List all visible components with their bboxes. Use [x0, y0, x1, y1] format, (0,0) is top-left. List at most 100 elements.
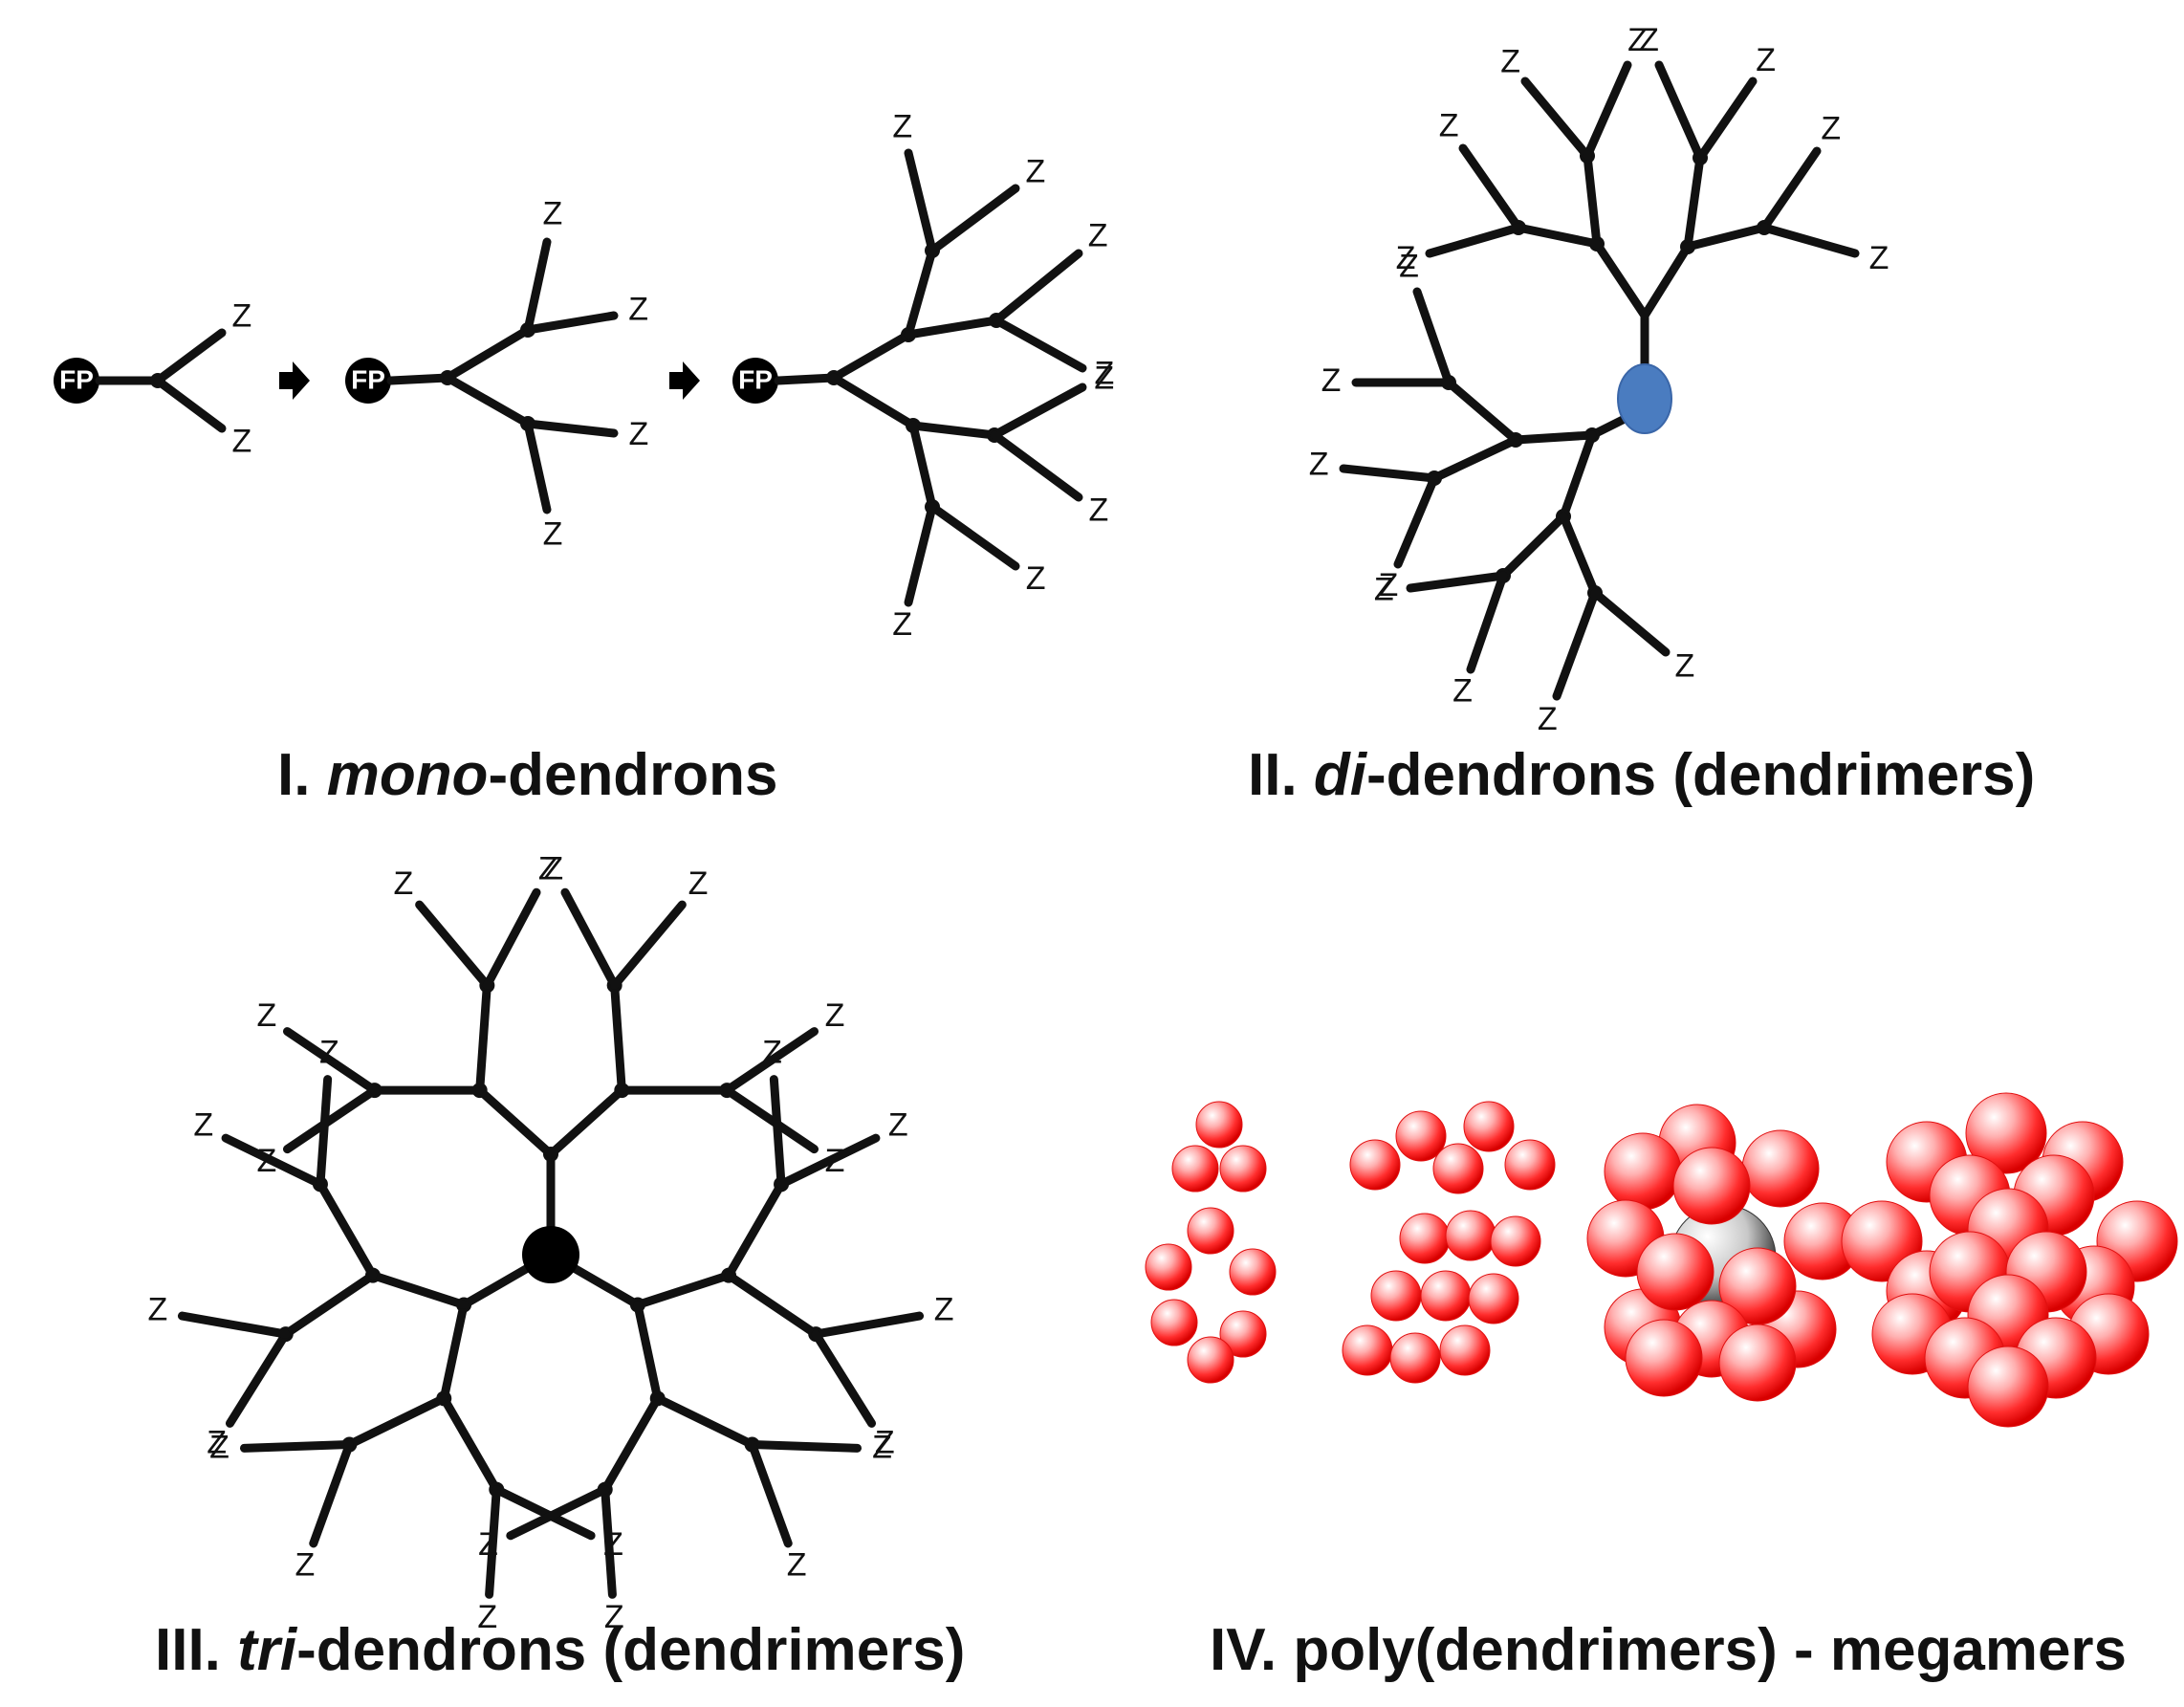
bond-line [992, 249, 1083, 325]
dendrimer-sphere-icon [1219, 1310, 1267, 1358]
focal-point-icon [732, 358, 778, 404]
caption-mono-dendrons: I. mono-dendrons [277, 742, 778, 808]
bond-line [601, 1393, 663, 1495]
bond-line [344, 1393, 448, 1450]
terminal-z-label: Z [543, 196, 563, 232]
terminal-z-label: Z [825, 997, 845, 1034]
bond-line [990, 383, 1087, 440]
bond-line [990, 430, 1083, 502]
bond-line [769, 1075, 786, 1189]
bond-line [1514, 223, 1602, 249]
bond-line [1559, 430, 1597, 521]
dendrimer-sphere-icon [1420, 1270, 1472, 1322]
dendrimer-sphere-icon [1389, 1332, 1441, 1384]
bond-line [1339, 464, 1439, 483]
bond-line [439, 1301, 469, 1403]
bond-line [1552, 588, 1600, 701]
bond-line [386, 373, 452, 385]
bond-line [748, 1440, 863, 1453]
dendrimer-sphere-icon [1187, 1207, 1234, 1255]
bond-line [1583, 151, 1602, 249]
terminal-z-label: Z [209, 1429, 229, 1465]
dendrimer-sphere-icon [1150, 1299, 1198, 1346]
terminal-z-label: Z [628, 416, 648, 452]
dendrimer-sphere-icon [1718, 1324, 1797, 1402]
bond-line [776, 1133, 881, 1189]
dendrimer-sphere-icon [1672, 1147, 1751, 1225]
dendrimer-sphere-icon [1468, 1273, 1519, 1324]
terminal-z-label: Z [1627, 22, 1648, 58]
bond-line [459, 1263, 533, 1309]
terminal-z-label: Z [1025, 153, 1045, 189]
bond-line [316, 1075, 333, 1189]
bond-line [748, 1440, 793, 1548]
bond-line [523, 419, 619, 438]
terminal-z-label: Z [875, 1424, 895, 1460]
bond-line [1430, 435, 1520, 483]
terminal-z-label: Z [628, 292, 648, 328]
terminal-z-label: Z [1089, 492, 1109, 528]
terminal-z-label: Z [1088, 218, 1108, 254]
dendrimer-sphere-icon [1195, 1101, 1243, 1149]
dendrimer-sphere-icon [1432, 1143, 1484, 1194]
bond-line [1683, 153, 1705, 252]
terminal-z-label: Z [1321, 362, 1342, 399]
bond-line [443, 325, 533, 383]
bond-line [1466, 571, 1508, 674]
bond-line [904, 246, 937, 339]
focal-point-label: FP [351, 364, 385, 394]
bond-line [443, 373, 533, 428]
bond-line [482, 887, 541, 990]
terminal-z-label: Z [1452, 673, 1473, 710]
bond-line [610, 900, 687, 990]
bond-line [1511, 430, 1597, 445]
dendrimer-sphere-icon [1145, 1243, 1192, 1291]
bond-line [1695, 77, 1758, 163]
bond-line [1458, 143, 1523, 232]
arrow-right-icon [669, 361, 700, 400]
terminal-z-label: Z [231, 297, 251, 334]
bond-line [316, 1179, 378, 1280]
dendrimer-sphere-icon [1187, 1336, 1234, 1384]
megamers-diagram [1145, 1092, 2178, 1428]
dendrimer-sphere-icon [1604, 1132, 1682, 1211]
bond-line [904, 148, 937, 255]
bond-line [282, 1027, 380, 1095]
arrow-right-icon [279, 361, 310, 400]
bond-line [569, 1263, 643, 1309]
terminal-z-label: Z [1094, 361, 1114, 397]
bond-line [601, 1485, 617, 1599]
dendrimer-sphere-icon [1490, 1215, 1541, 1267]
bond-line [153, 376, 227, 433]
dendrimer-sphere-icon [1625, 1319, 1703, 1397]
terminal-z-label: Z [543, 515, 563, 552]
bond-line [282, 1085, 380, 1154]
terminal-z-label: Z [478, 1526, 498, 1563]
bond-line [491, 1485, 596, 1541]
terminal-z-label: Z [1094, 356, 1114, 392]
bond-line [281, 1271, 378, 1339]
bond-line [475, 980, 491, 1095]
bond-line [153, 328, 227, 385]
dendrimer-sphere-icon [1741, 1129, 1820, 1208]
bond-line [485, 1485, 501, 1599]
terminal-z-label: Z [888, 1107, 908, 1144]
bond-line [221, 1133, 325, 1189]
terminal-z-label: Z [295, 1546, 316, 1583]
terminal-z-label: Z [762, 1035, 782, 1071]
terminal-z-label: Z [872, 1429, 892, 1465]
bond-line [1759, 223, 1860, 258]
bond-line [724, 1179, 786, 1280]
dendrimer-sphere-icon [1219, 1145, 1267, 1193]
dendrimer-sphere-icon [1229, 1248, 1277, 1296]
terminal-z-label: Z [193, 1107, 213, 1144]
terminal-z-label: Z [1378, 567, 1398, 603]
terminal-z-label: Z [892, 606, 912, 643]
bond-line [560, 887, 620, 990]
di-core-icon [1617, 363, 1672, 434]
bond-line [908, 421, 937, 512]
terminal-z-label: Z [1538, 701, 1558, 737]
caption-di-dendrons: II. di-dendrons (dendrimers) [1248, 742, 2036, 808]
